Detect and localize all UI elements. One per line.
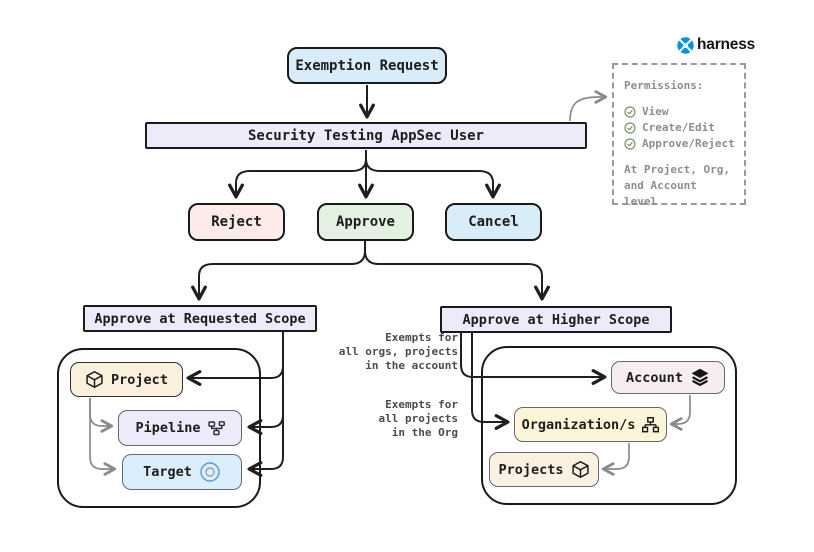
- account-node: Account: [611, 361, 725, 394]
- check-circle-icon: [624, 122, 636, 134]
- permissions-footer-line1: At Project, Org,: [624, 163, 730, 176]
- pipeline-icon: [207, 420, 225, 436]
- pipeline-label: Pipeline: [135, 420, 201, 436]
- note-line: in the Org: [391, 426, 458, 439]
- appsec-user-label: Security Testing AppSec User: [247, 127, 484, 144]
- check-circle-icon: [624, 138, 636, 150]
- note-line: all projects: [378, 412, 458, 425]
- permission-create-edit-label: Create/Edit: [642, 121, 715, 134]
- reject-label: Reject: [211, 214, 262, 230]
- permissions-footer: At Project, Org, and Account level: [624, 162, 735, 210]
- project-node: Project: [70, 362, 183, 397]
- permission-approve-reject-label: Approve/Reject: [642, 137, 735, 150]
- check-circle-icon: [624, 106, 636, 118]
- harness-wordmark: harness: [697, 36, 756, 53]
- reject-node: Reject: [188, 203, 285, 241]
- permissions-panel: Permissions: View Create/Edit: [612, 63, 746, 208]
- harness-icon: [677, 36, 694, 54]
- organizations-label: Organization/s: [521, 416, 636, 433]
- org-hierarchy-icon: [642, 416, 660, 433]
- approve-requested-scope-node: Approve at Requested Scope: [83, 305, 317, 332]
- higher-scope-group: [481, 346, 737, 505]
- pipeline-node: Pipeline: [118, 410, 242, 446]
- permission-create-edit: Create/Edit: [624, 120, 735, 136]
- approve-requested-scope-label: Approve at Requested Scope: [94, 310, 306, 327]
- note-line: Exempts for: [385, 331, 458, 344]
- permission-approve-reject: Approve/Reject: [624, 136, 735, 152]
- note-org-scope: Exempts for all projects in the Org: [332, 398, 458, 440]
- permission-view: View: [624, 104, 735, 120]
- target-label: Target: [143, 464, 192, 480]
- cancel-label: Cancel: [468, 214, 519, 230]
- projects-node: Projects: [489, 452, 599, 487]
- permissions-footer-line2: and Account level: [624, 179, 697, 208]
- account-label: Account: [626, 369, 683, 386]
- approve-label: Approve: [335, 214, 395, 230]
- note-line: all orgs, projects: [338, 345, 458, 358]
- approve-node: Approve: [317, 203, 414, 241]
- cube-icon: [571, 460, 590, 479]
- target-node: Target: [122, 454, 242, 490]
- project-label: Project: [111, 371, 168, 388]
- cancel-node: Cancel: [445, 203, 542, 241]
- permissions-title: Permissions:: [624, 79, 704, 92]
- appsec-user-node: Security Testing AppSec User: [145, 122, 587, 149]
- cube-icon: [85, 370, 104, 389]
- note-line: Exempts for: [385, 398, 458, 411]
- exemption-request-label: Exemption Request: [295, 57, 439, 74]
- harness-logo: harness: [677, 36, 755, 54]
- layers-icon: [690, 368, 710, 387]
- exemption-request-node: Exemption Request: [287, 47, 447, 84]
- note-line: in the account: [365, 359, 458, 372]
- target-icon: [199, 461, 221, 483]
- organizations-node: Organization/s: [514, 407, 667, 442]
- permission-view-label: View: [642, 105, 669, 118]
- projects-label: Projects: [498, 461, 564, 478]
- approve-higher-scope-node: Approve at Higher Scope: [440, 306, 672, 333]
- approve-higher-scope-label: Approve at Higher Scope: [462, 311, 650, 328]
- note-account-scope: Exempts for all orgs, projects in the ac…: [332, 331, 458, 373]
